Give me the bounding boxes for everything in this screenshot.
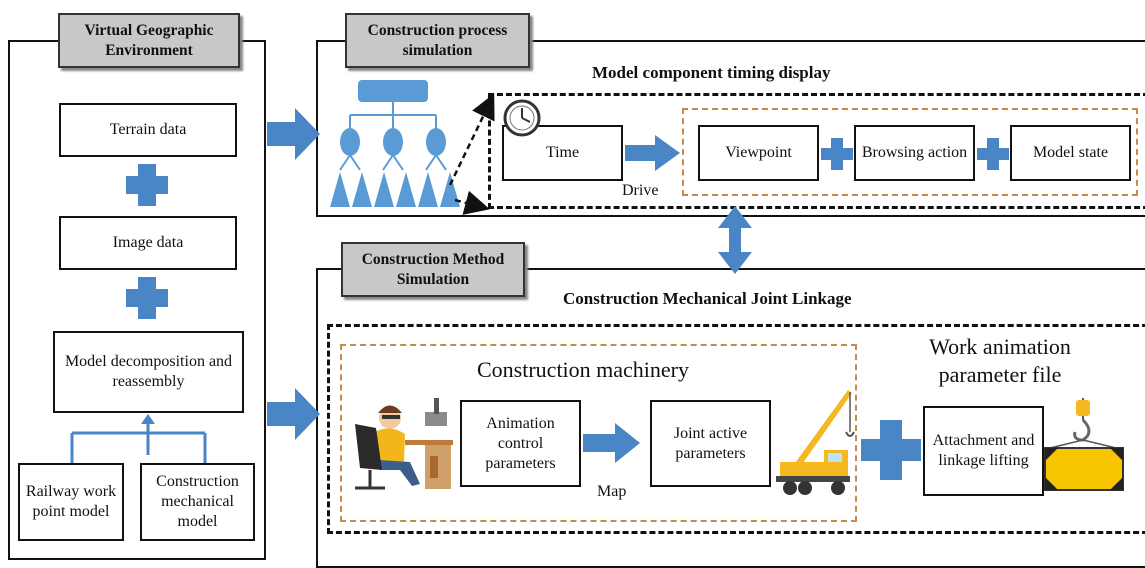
- top-panel-tab: Construction process simulation: [345, 13, 530, 68]
- viewpoint-box: Viewpoint: [698, 125, 819, 181]
- state-dashed-frame: [682, 108, 1138, 196]
- image-data-box: Image data: [59, 216, 237, 270]
- machinery-title: Construction machinery: [477, 357, 690, 382]
- drive-label: Drive: [622, 182, 659, 199]
- time-box: Time: [502, 125, 623, 181]
- work-animation-title: Work animation parameter file: [929, 334, 1071, 387]
- model-decomposition-box: Model decomposition and reassembly: [53, 331, 244, 413]
- joint-params-box: Joint active parameters: [650, 400, 771, 487]
- top-panel-title: Model component timing display: [592, 63, 831, 82]
- browsing-action-box: Browsing action: [854, 125, 975, 181]
- map-label: Map: [597, 483, 627, 500]
- construction-mech-model-box: Construction mechanical model: [140, 463, 255, 541]
- linkage-dashed-frame: [327, 324, 1145, 534]
- machinery-dashed-frame: [340, 344, 857, 522]
- railway-model-box: Railway work point model: [18, 463, 124, 541]
- animation-params-box: Animation control parameters: [460, 400, 581, 487]
- attachment-box: Attachment and linkage lifting: [923, 406, 1044, 496]
- bottom-panel-tab: Construction Method Simulation: [341, 242, 525, 297]
- terrain-data-box: Terrain data: [59, 103, 237, 157]
- bottom-panel-title: Construction Mechanical Joint Linkage: [563, 289, 852, 308]
- left-panel-tab: Virtual Geographic Environment: [58, 13, 240, 68]
- model-state-box: Model state: [1010, 125, 1131, 181]
